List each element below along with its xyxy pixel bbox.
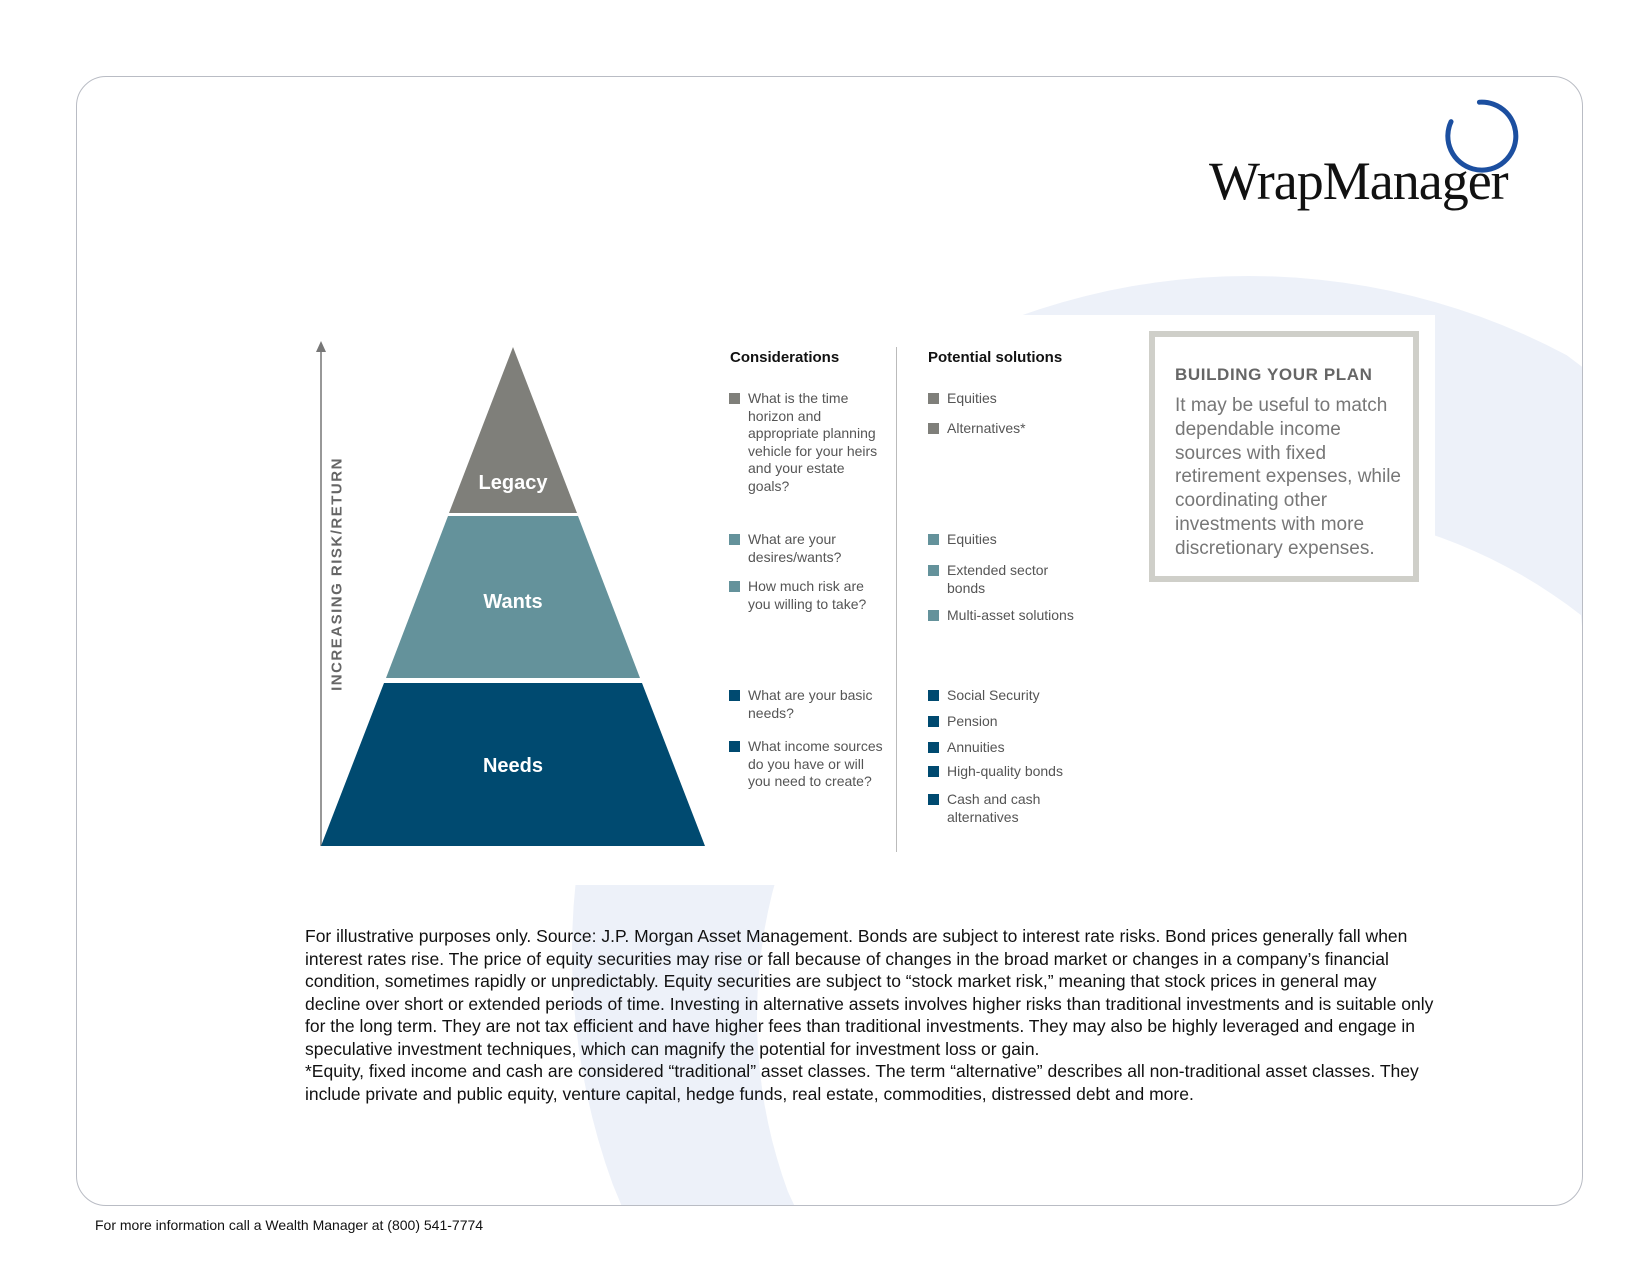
- bullet-square-icon: [928, 423, 939, 434]
- consideration-item: How much risk are you willing to take?: [729, 578, 883, 613]
- solution-item: Equities: [928, 531, 1087, 549]
- bullet-square-icon: [729, 534, 740, 545]
- consideration-item-text: How much risk are you willing to take?: [748, 578, 867, 612]
- bullet-square-icon: [928, 690, 939, 701]
- pyramid-diagram: [316, 341, 705, 846]
- solution-item: Equities: [928, 390, 1087, 408]
- bullet-square-icon: [928, 766, 939, 777]
- consideration-item-text: What is the time horizon and appropriate…: [748, 390, 878, 494]
- disclaimer: For illustrative purposes only. Source: …: [305, 925, 1435, 1105]
- solution-item: Pension: [928, 713, 1087, 731]
- solution-item-text: Equities: [947, 390, 997, 406]
- solution-item: High-quality bonds: [928, 763, 1087, 781]
- bullet-square-icon: [928, 794, 939, 805]
- axis-arrow-icon: [316, 341, 326, 352]
- disclaimer-note: *Equity, fixed income and cash are consi…: [305, 1061, 1419, 1104]
- solution-item-text: Alternatives*: [947, 420, 1026, 436]
- bullet-square-icon: [928, 534, 939, 545]
- consideration-item: What are your basic needs?: [729, 687, 883, 722]
- solution-item: Multi-asset solutions: [928, 607, 1087, 625]
- bullet-square-icon: [729, 581, 740, 592]
- axis-label: INCREASING RISK/RETURN: [328, 457, 346, 691]
- consideration-item-text: What are your basic needs?: [748, 687, 873, 721]
- solution-item: Cash and cash alternatives: [928, 791, 1087, 826]
- consideration-item: What is the time horizon and appropriate…: [729, 390, 883, 495]
- solution-item: Annuities: [928, 739, 1087, 757]
- disclaimer-main: For illustrative purposes only. Source: …: [305, 926, 1434, 1059]
- solution-item-text: High-quality bonds: [947, 763, 1063, 779]
- solution-item-text: Annuities: [947, 739, 1005, 755]
- solution-item-text: Equities: [947, 531, 997, 547]
- pyramid-tier-legacy: [449, 347, 577, 513]
- column-divider: [896, 347, 897, 852]
- solution-item: Extended sector bonds: [928, 562, 1087, 597]
- considerations-header: Considerations: [730, 349, 840, 366]
- bullet-square-icon: [928, 742, 939, 753]
- solution-item-text: Pension: [947, 713, 998, 729]
- plan-box-body: It may be useful to match dependable inc…: [1175, 395, 1401, 559]
- bullet-square-icon: [928, 716, 939, 727]
- bullet-square-icon: [928, 565, 939, 576]
- solution-item-text: Social Security: [947, 687, 1040, 703]
- tier-label-legacy: Legacy: [478, 472, 548, 494]
- pyramid-tier-wants: [386, 516, 640, 678]
- consideration-item: What are your desires/wants?: [729, 531, 883, 566]
- tier-label-needs: Needs: [482, 755, 544, 777]
- brand-logo: WrapManager: [1209, 151, 1509, 211]
- tier-label-wants: Wants: [483, 591, 543, 613]
- solution-item-text: Cash and cash alternatives: [947, 791, 1041, 825]
- pyramid-tier-needs: [321, 683, 705, 846]
- bullet-square-icon: [729, 393, 740, 404]
- solutions-header: Potential solutions: [928, 349, 1063, 366]
- bullet-square-icon: [928, 610, 939, 621]
- consideration-item-text: What are your desires/wants?: [748, 531, 842, 565]
- consideration-item-text: What income sources do you have or will …: [748, 738, 883, 789]
- solution-item-text: Multi-asset solutions: [947, 607, 1074, 623]
- plan-box-title: BUILDING YOUR PLAN: [1175, 365, 1373, 384]
- bullet-square-icon: [729, 741, 740, 752]
- consideration-item: What income sources do you have or will …: [729, 738, 883, 791]
- bullet-square-icon: [729, 690, 740, 701]
- logo-swoosh-icon: [1445, 99, 1519, 173]
- footer-contact: For more information call a Wealth Manag…: [95, 1217, 484, 1233]
- solution-item-text: Extended sector bonds: [947, 562, 1049, 596]
- building-your-plan-box: BUILDING YOUR PLAN It may be useful to m…: [1149, 331, 1419, 582]
- solution-item: Social Security: [928, 687, 1087, 705]
- bullet-square-icon: [928, 393, 939, 404]
- solution-item: Alternatives*: [928, 420, 1087, 438]
